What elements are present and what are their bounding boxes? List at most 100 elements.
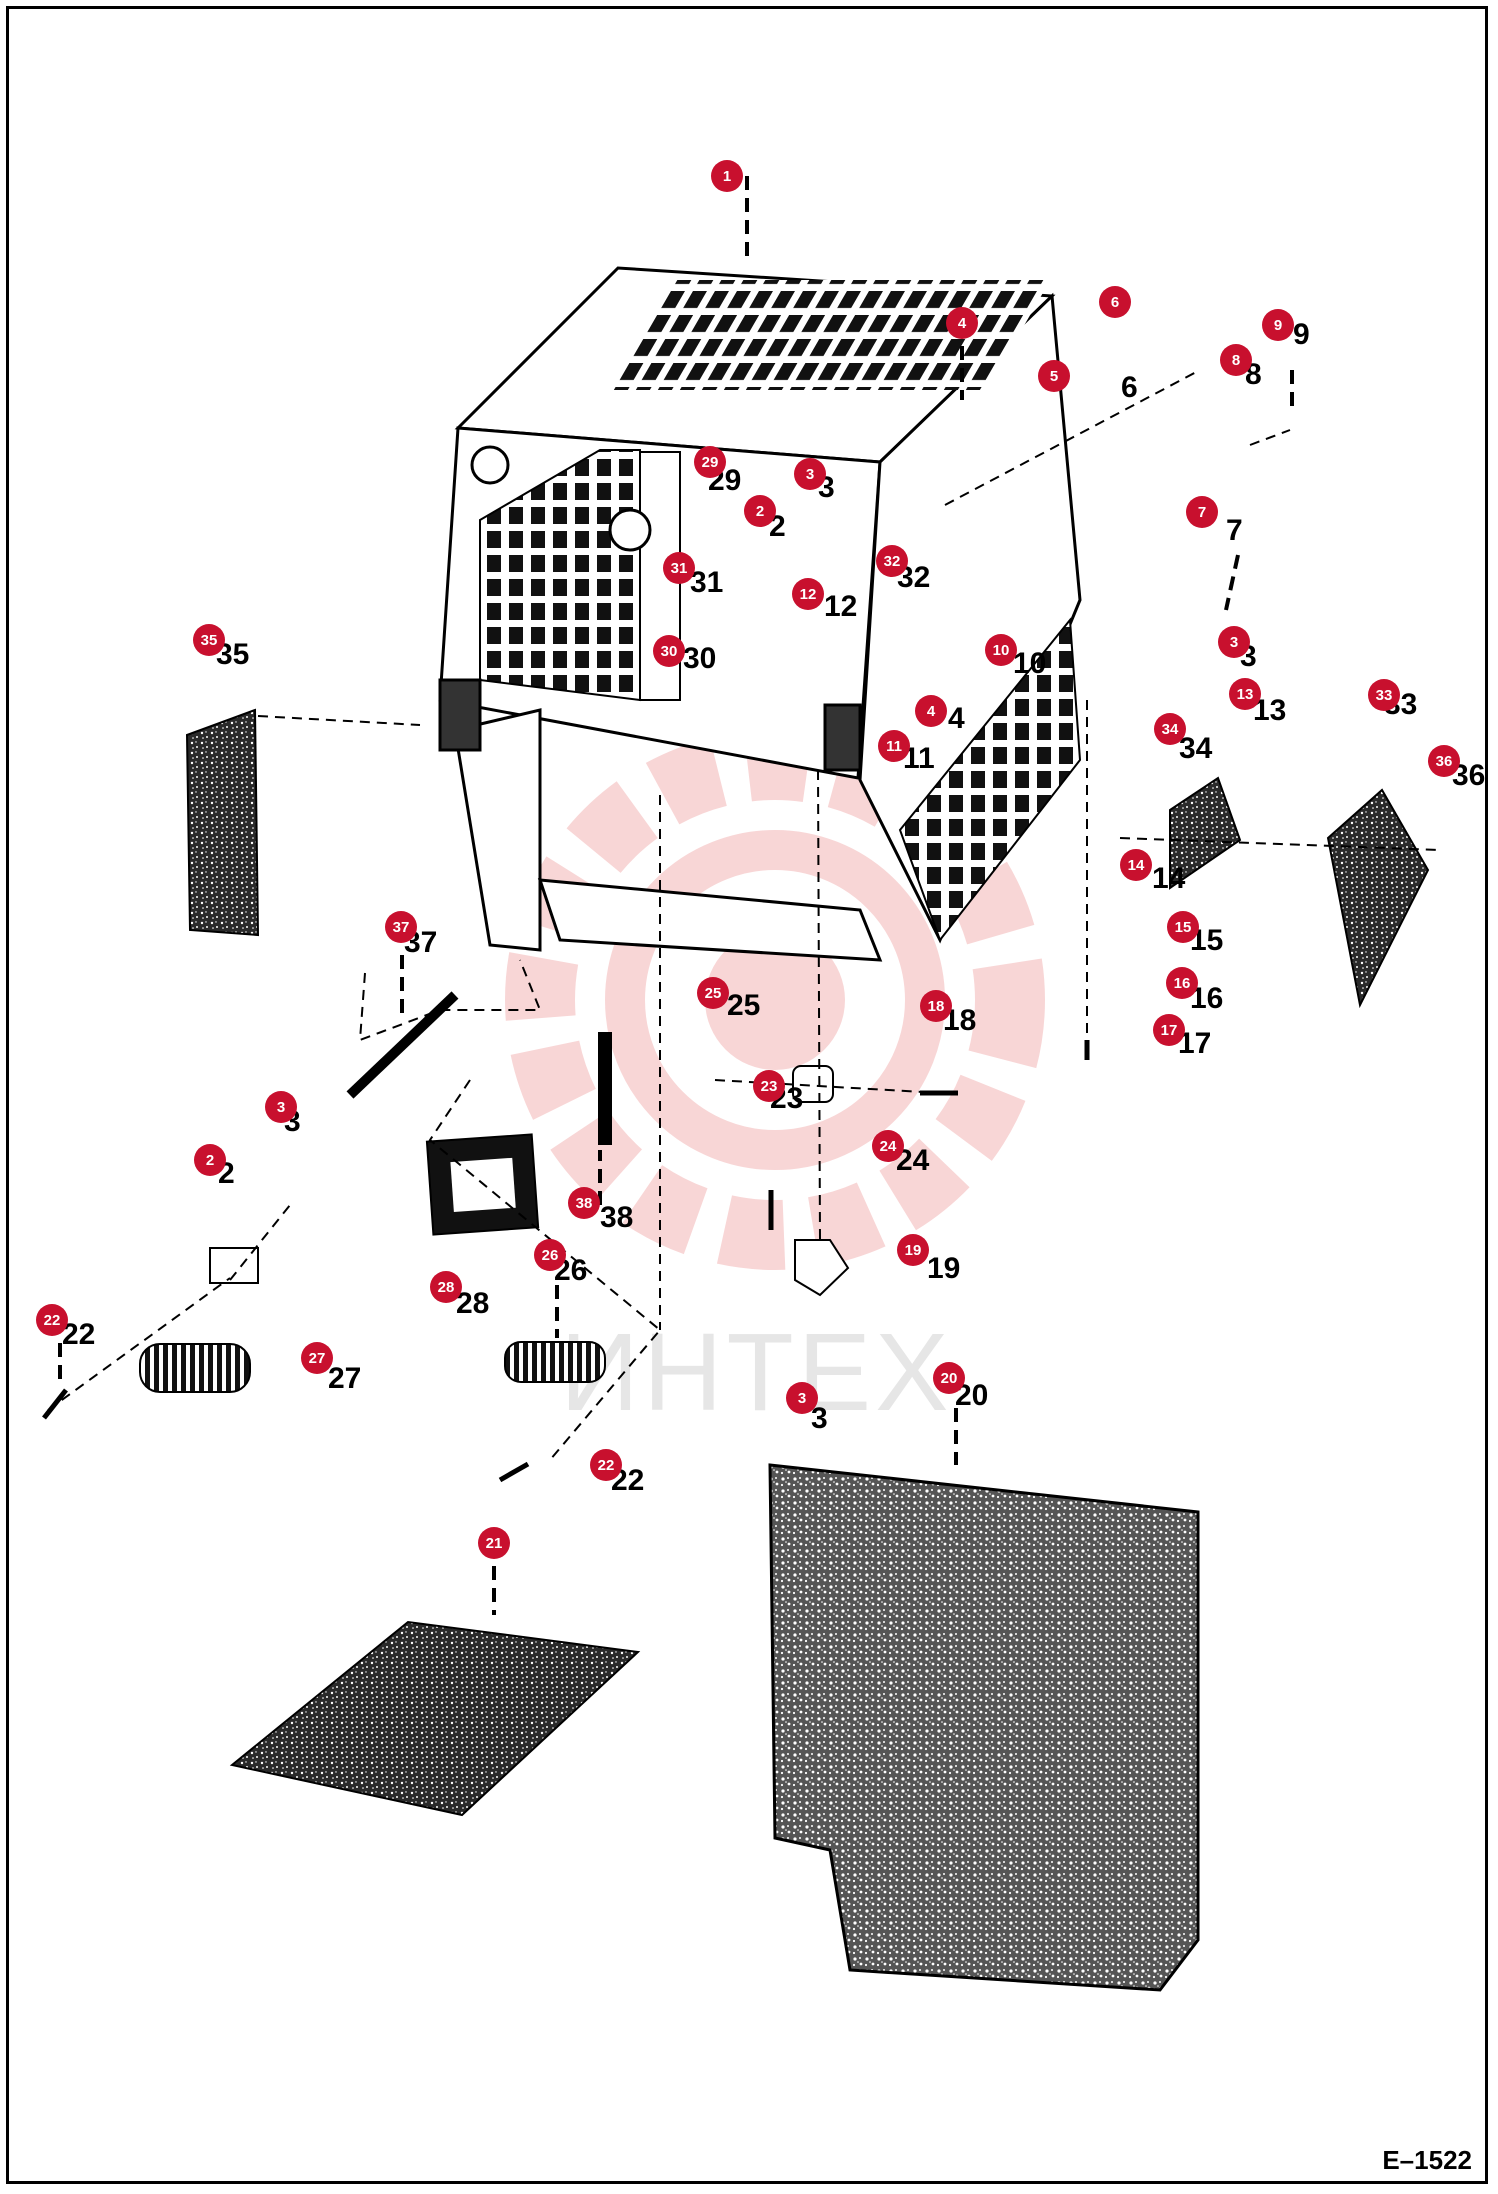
rear-pad xyxy=(768,1463,1200,1992)
callout-marker[interactable]: 4 xyxy=(915,695,947,727)
callout-number: 37 xyxy=(393,919,410,936)
leader-lines xyxy=(58,176,1294,1615)
callout-marker[interactable]: 22 xyxy=(590,1449,622,1481)
callout-marker[interactable]: 3 xyxy=(794,458,826,490)
callout-number: 3 xyxy=(806,466,814,483)
spring-27 xyxy=(139,1343,251,1393)
callout-marker[interactable]: 13 xyxy=(1229,678,1261,710)
callout-marker[interactable]: 19 xyxy=(897,1234,929,1266)
callout-marker[interactable]: 27 xyxy=(301,1342,333,1374)
rod-37 xyxy=(346,991,459,1099)
callout-circle xyxy=(1262,309,1294,341)
callout-marker[interactable]: 2 xyxy=(194,1144,226,1176)
insulation-piece xyxy=(1169,776,1242,890)
callout-number: 27 xyxy=(309,1350,326,1367)
right-side-panel xyxy=(1326,788,1430,1009)
watermark-text: ИНТЕХ xyxy=(560,1311,952,1434)
callout-circle xyxy=(1154,713,1186,745)
callout-circle xyxy=(694,446,726,478)
callout-circle xyxy=(194,1144,226,1176)
callout-marker[interactable]: 17 xyxy=(1153,1014,1185,1046)
callout-circle xyxy=(786,1382,818,1414)
callout-number: 11 xyxy=(886,738,902,755)
spring-26 xyxy=(504,1341,606,1383)
callout-circle xyxy=(876,545,908,577)
callout-number: 5 xyxy=(1050,368,1058,385)
part-label: 9 xyxy=(1293,318,1310,351)
callout-marker[interactable]: 28 xyxy=(430,1271,462,1303)
part-label: 12 xyxy=(824,590,857,623)
callout-marker[interactable]: 31 xyxy=(663,552,695,584)
callout-circle xyxy=(653,635,685,667)
bushing xyxy=(792,1065,834,1103)
callout-circle xyxy=(1166,967,1198,999)
callout-circle xyxy=(933,1362,965,1394)
callout-marker[interactable]: 21 xyxy=(478,1527,510,1559)
part-label: 25 xyxy=(727,989,760,1022)
callout-number: 15 xyxy=(1175,919,1192,936)
callout-number: 8 xyxy=(1232,352,1240,369)
callout-marker[interactable]: 37 xyxy=(385,911,417,943)
callout-circle xyxy=(301,1342,333,1374)
callout-marker[interactable]: 35 xyxy=(193,624,225,656)
callout-marker[interactable]: 20 xyxy=(933,1362,965,1394)
part-label: 7 xyxy=(1226,514,1243,547)
callout-marker[interactable]: 29 xyxy=(694,446,726,478)
callout-marker[interactable]: 12 xyxy=(792,578,824,610)
callout-marker[interactable]: 1 xyxy=(711,160,743,192)
callout-number: 16 xyxy=(1174,975,1191,992)
callout-marker[interactable]: 10 xyxy=(985,634,1017,666)
callout-circle xyxy=(193,624,225,656)
part-label: 31 xyxy=(690,566,723,599)
callout-marker[interactable]: 36 xyxy=(1428,745,1460,777)
callout-number: 10 xyxy=(993,642,1010,659)
part-label: 30 xyxy=(683,642,716,675)
callout-circle xyxy=(36,1304,68,1336)
callout-number: 9 xyxy=(1274,317,1282,334)
callout-marker[interactable]: 33 xyxy=(1368,679,1400,711)
callout-marker[interactable]: 5 xyxy=(1038,360,1070,392)
callout-marker[interactable]: 23 xyxy=(753,1070,785,1102)
part-label: 3 xyxy=(811,1402,828,1435)
callout-marker[interactable]: 30 xyxy=(653,635,685,667)
callout-marker[interactable]: 6 xyxy=(1099,286,1131,318)
callout-marker[interactable]: 14 xyxy=(1120,849,1152,881)
callout-number: 22 xyxy=(598,1457,615,1474)
callout-marker[interactable]: 11 xyxy=(878,730,910,762)
callout-circle xyxy=(385,911,417,943)
callout-marker[interactable]: 3 xyxy=(265,1091,297,1123)
callout-marker[interactable]: 2 xyxy=(744,495,776,527)
callout-number: 1 xyxy=(723,168,731,185)
callout-marker[interactable]: 18 xyxy=(920,990,952,1022)
callout-marker[interactable]: 7 xyxy=(1186,496,1218,528)
callout-circle xyxy=(792,578,824,610)
callout-marker[interactable]: 38 xyxy=(568,1187,600,1219)
callout-number: 28 xyxy=(438,1279,455,1296)
floor-pad xyxy=(229,1620,641,1817)
callout-marker[interactable]: 9 xyxy=(1262,309,1294,341)
callout-marker[interactable]: 8 xyxy=(1220,344,1252,376)
callout-circle xyxy=(946,307,978,339)
callout-number: 2 xyxy=(756,503,764,520)
callout-marker[interactable]: 22 xyxy=(36,1304,68,1336)
callout-marker[interactable]: 3 xyxy=(1218,626,1250,658)
callout-marker[interactable]: 26 xyxy=(534,1239,566,1271)
callout-marker[interactable]: 3 xyxy=(786,1382,818,1414)
part-label: 38 xyxy=(600,1201,633,1234)
callout-circle xyxy=(897,1234,929,1266)
callout-marker[interactable]: 34 xyxy=(1154,713,1186,745)
callout-circle xyxy=(744,495,776,527)
callout-marker[interactable]: 32 xyxy=(876,545,908,577)
part-label: 6 xyxy=(1121,371,1138,404)
callout-number: 30 xyxy=(661,643,678,660)
callout-number: 31 xyxy=(671,560,688,577)
callout-marker[interactable]: 24 xyxy=(872,1130,904,1162)
callout-number: 24 xyxy=(880,1138,897,1155)
callout-number: 3 xyxy=(277,1099,285,1116)
callout-marker[interactable]: 25 xyxy=(697,977,729,1009)
callout-marker[interactable]: 16 xyxy=(1166,967,1198,999)
part-label: 10 xyxy=(1013,647,1046,680)
callout-marker[interactable]: 4 xyxy=(946,307,978,339)
callout-marker[interactable]: 15 xyxy=(1167,911,1199,943)
